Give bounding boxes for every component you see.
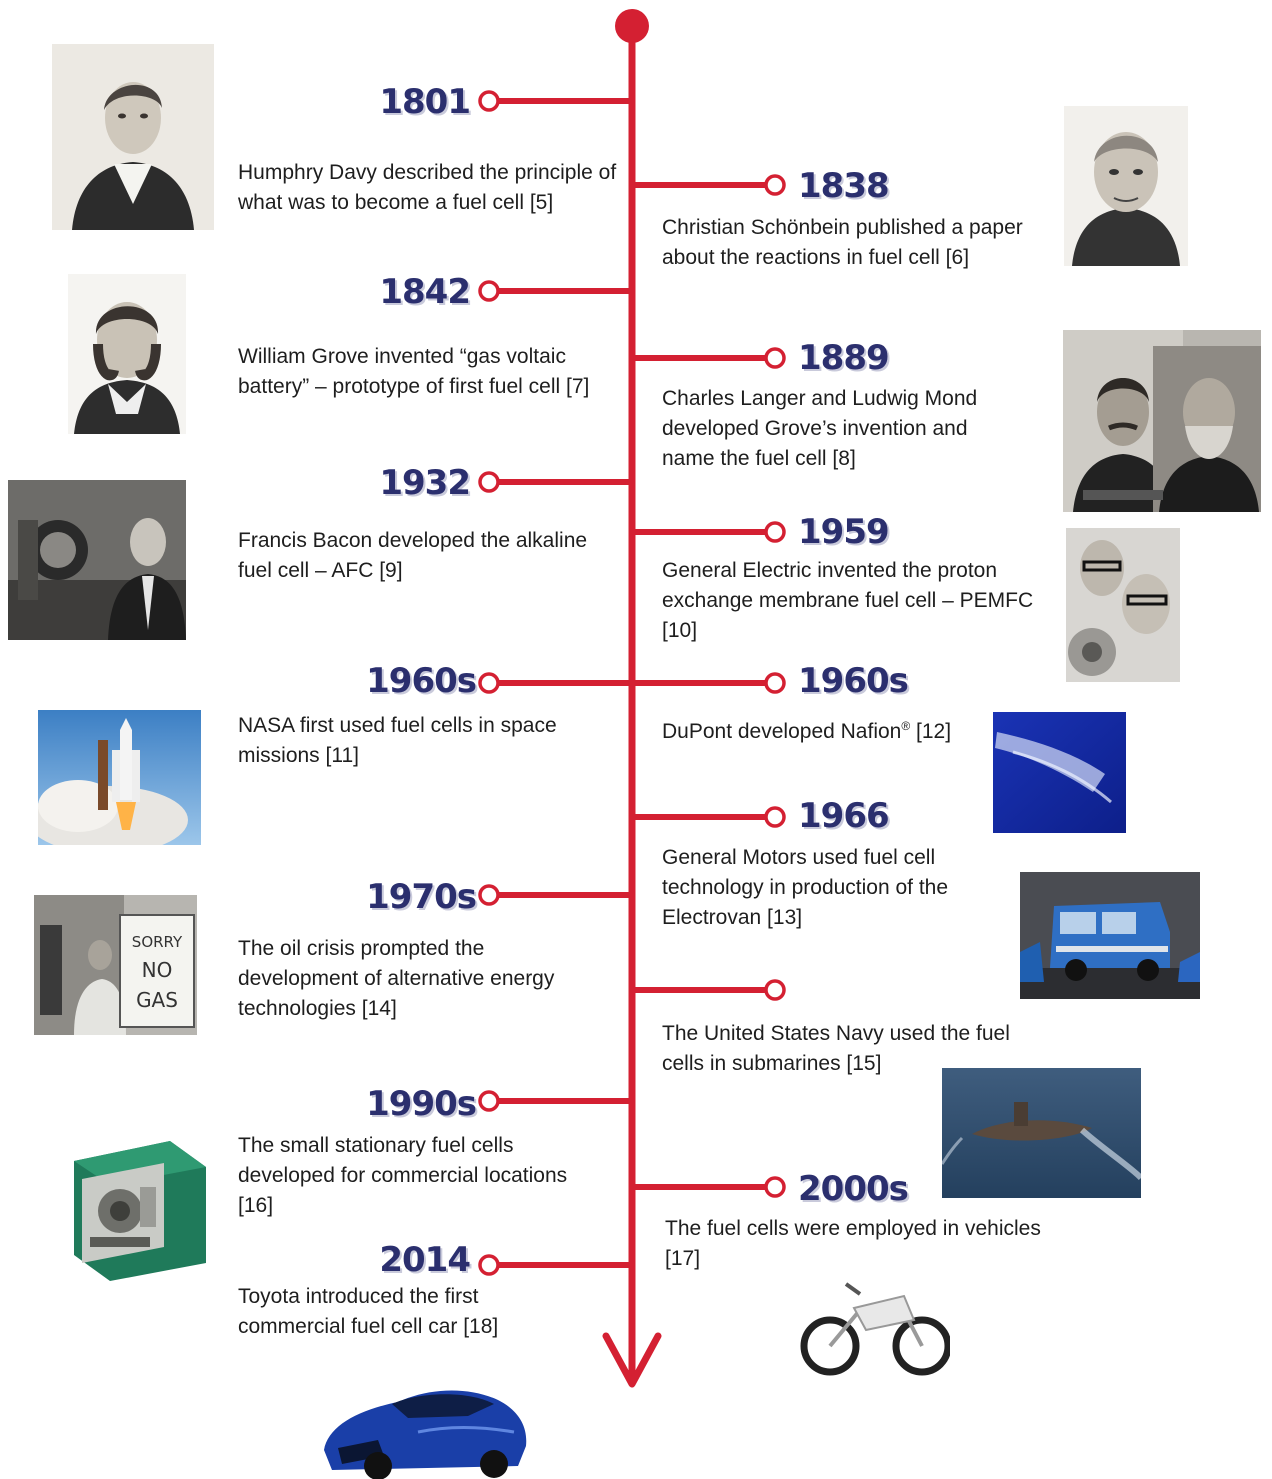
year-label-1959: 1959 [798,512,890,552]
event-text-1960s-nasa: NASA first used fuel cells in space miss… [238,714,557,767]
timeline-axis [602,9,662,1388]
dupont-text-main: DuPont developed Nafion [662,720,902,743]
toyota-mirai-car [318,1370,530,1479]
year-label-1960s-dupont: 1960s [798,661,909,701]
branch-1966 [632,806,786,828]
event-text-1889: Charles Langer and Ludwig Mond developed… [662,387,978,470]
space-shuttle-launch-photo [38,710,201,845]
year-label-1970s: 1970s [366,877,477,917]
branch-1960s-nasa [478,672,632,694]
nafion-membrane-photo [993,712,1126,833]
year-label-1801: 1801 [379,82,471,122]
event-text-1960s-dupont: DuPont developed Nafion® [12] [662,711,992,747]
branch-navy [632,979,786,1001]
branch-1842 [478,280,632,302]
svg-text:GAS: GAS [136,988,178,1012]
submarine-photo [942,1068,1141,1198]
sorry-no-gas-photo: SORRY NO GAS [34,895,197,1035]
branch-2014 [478,1254,632,1276]
year-label-1838: 1838 [798,166,890,206]
langer-mond-portraits [1063,330,1261,512]
branch-1960s-dupont [632,672,786,694]
timeline-start-dot [615,9,649,43]
year-label-2000s: 2000s [798,1169,909,1209]
general-electric-scientists-photo [1066,528,1180,682]
event-text-navy: The United States Navy used the fuel cel… [662,1022,1010,1075]
branch-1959 [632,521,786,543]
registered-mark: ® [901,719,911,733]
humphry-davy-portrait [52,44,214,230]
year-label-1990s: 1990s [366,1084,477,1124]
year-label-1932: 1932 [379,463,471,503]
event-text-2014: Toyota introduced the first commercial f… [238,1285,499,1338]
sorry-no-gas-sign-text: SORRY [132,933,183,951]
francis-bacon-photo [8,480,186,640]
event-text-1966: General Motors used fuel cell technology… [662,846,949,929]
year-label-1960s-nasa: 1960s [366,661,477,701]
year-label-1842: 1842 [379,272,471,312]
event-text-1959: General Electric invented the proton exc… [662,559,1034,642]
fuel-cell-motorcycle [800,1274,950,1380]
branch-1838 [632,174,786,196]
event-text-1801: Humphry Davy described the principle of … [238,161,617,214]
event-text-1932: Francis Bacon developed the alkaline fue… [238,529,588,582]
event-text-1970s: The oil crisis prompted the development … [238,937,555,1020]
electrovan-photo [1020,872,1200,999]
branch-1970s [478,884,632,906]
branch-1932 [478,471,632,493]
event-text-1842: William Grove invented “gas voltaic batt… [238,345,590,398]
year-label-1966: 1966 [798,796,890,836]
william-grove-portrait [68,274,186,434]
event-text-2000s: The fuel cells were employed in vehicles… [665,1217,1041,1270]
dupont-text-ref: [12] [910,720,952,743]
event-text-1990s: The small stationary fuel cells develope… [238,1134,568,1217]
year-label-2014: 2014 [379,1240,471,1280]
stationary-fuel-cell-unit [60,1127,214,1285]
branch-1889 [632,347,786,369]
year-label-1889: 1889 [798,338,890,378]
christian-schonbein-portrait [1064,106,1188,266]
timeline-arrowhead [602,1332,662,1388]
branch-1801 [478,90,632,112]
event-text-1838: Christian Schönbein published a paper ab… [662,216,1023,269]
branch-2000s [632,1176,786,1198]
branch-1990s [478,1090,632,1112]
svg-text:NO: NO [142,958,173,982]
